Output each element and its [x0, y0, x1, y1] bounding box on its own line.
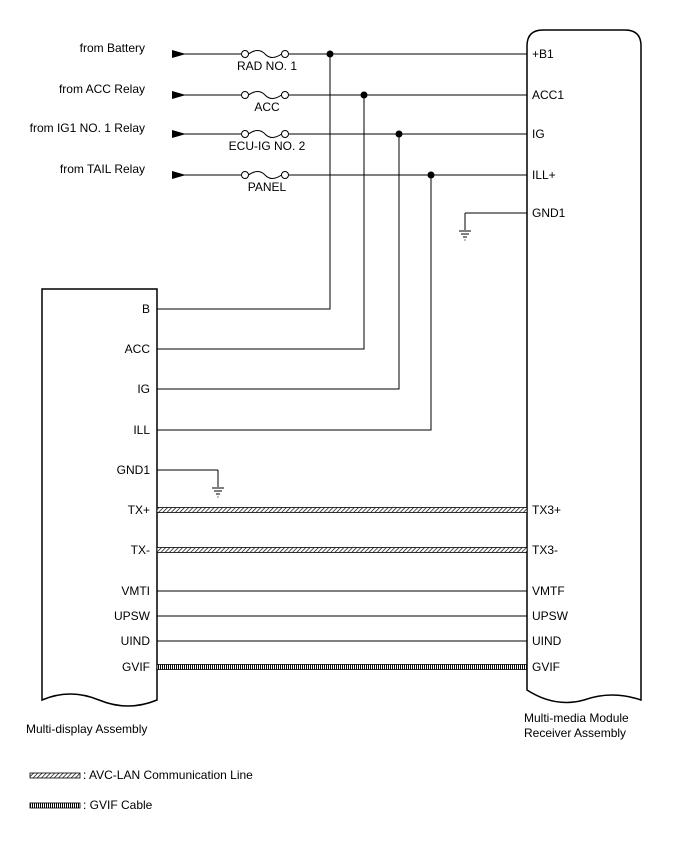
avc-lan-line	[156, 507, 528, 513]
receiver-pin-label: GVIF	[532, 660, 560, 674]
source-label: from TAIL Relay	[60, 162, 145, 176]
signal-5: GVIF GVIF	[122, 660, 560, 674]
legend-swatch-avc	[29, 772, 81, 779]
multi-display-pin-label: GVIF	[122, 660, 150, 674]
receiver-pin-label: IG	[532, 127, 545, 141]
source-label: from Battery	[80, 41, 145, 55]
source-label: from IG1 NO. 1 Relay	[30, 121, 145, 135]
receiver-gnd-pin-label: GND1	[532, 206, 566, 220]
branch-wire	[157, 54, 331, 310]
fuse-terminal	[281, 171, 289, 179]
multi-display-pin-label: IG	[137, 382, 150, 396]
fuse-terminal	[241, 171, 249, 179]
legend-label-gvif: : GVIF Cable	[83, 798, 153, 812]
signal-2: VMTI VMTF	[121, 584, 564, 598]
fuse-icon	[248, 171, 282, 179]
fuse-icon	[248, 91, 282, 99]
receiver-pin-label: VMTF	[532, 584, 565, 598]
fuse-label: RAD NO. 1	[237, 59, 297, 73]
receiver-ground	[459, 212, 527, 241]
receiver-pin-label: ILL+	[532, 168, 556, 182]
multi-display-pin-label: TX-	[131, 543, 150, 557]
fuse-terminal	[281, 91, 289, 99]
signal-4: UIND UIND	[121, 634, 562, 648]
branch-wire	[157, 95, 365, 350]
avc-lan-line	[156, 547, 528, 553]
legend-swatch-gvif	[29, 802, 81, 809]
fuse-terminal	[241, 50, 249, 58]
branch-wire	[157, 175, 432, 431]
source-label: from ACC Relay	[59, 82, 145, 96]
multi-display-pin-label: TX+	[128, 503, 150, 517]
receiver-pin-label: TX3+	[532, 503, 561, 517]
multi-display-pin-label: ILL	[133, 423, 150, 437]
fuse-terminal	[281, 50, 289, 58]
signal-0: TX+ TX3+	[128, 503, 561, 517]
multi-display-pin-label: UPSW	[114, 609, 151, 623]
fuse-label: ECU-IG NO. 2	[229, 139, 306, 153]
signal-lines: TX+ TX3+ TX- TX3- VMTI VMTF UPSW UPSW UIND UIND GV…	[114, 503, 569, 674]
receiver-assembly-label-line2: Receiver Assembly	[524, 726, 626, 740]
fuse-terminal	[241, 130, 249, 138]
multi-display-gnd-pin-label: GND1	[117, 463, 151, 477]
signal-3: UPSW UPSW	[114, 609, 569, 623]
fuse-icon	[248, 130, 282, 138]
receiver-pin-label: TX3-	[532, 543, 558, 557]
receiver-assembly-label-line1: Multi-media Module	[524, 711, 629, 725]
gvif-cable	[156, 664, 528, 670]
multi-display-ground	[157, 469, 224, 498]
fuse-terminal	[281, 130, 289, 138]
multi-display-pin-label: VMTI	[121, 584, 150, 598]
multi-display-assembly-body	[41, 288, 158, 707]
multi-display-assembly-label: Multi-display Assembly	[26, 722, 147, 736]
legend-label-avc: : AVC-LAN Communication Line	[83, 768, 253, 782]
receiver-pin-label: ACC1	[532, 88, 564, 102]
fuse-label: ACC	[254, 100, 280, 114]
signal-1: TX- TX3-	[131, 543, 558, 557]
fuse-terminal	[241, 91, 249, 99]
multi-display-pin-label: UIND	[121, 634, 151, 648]
receiver-pin-label: UIND	[532, 634, 562, 648]
fuse-label: PANEL	[248, 180, 287, 194]
multi-display-pin-label: ACC	[125, 342, 151, 356]
receiver-assembly-body	[526, 29, 642, 704]
fuse-icon	[248, 50, 282, 58]
branch-wire	[157, 134, 400, 390]
receiver-pin-label: UPSW	[532, 609, 569, 623]
multi-display-pin-label: B	[142, 302, 150, 316]
receiver-pin-label: +B1	[532, 47, 554, 61]
